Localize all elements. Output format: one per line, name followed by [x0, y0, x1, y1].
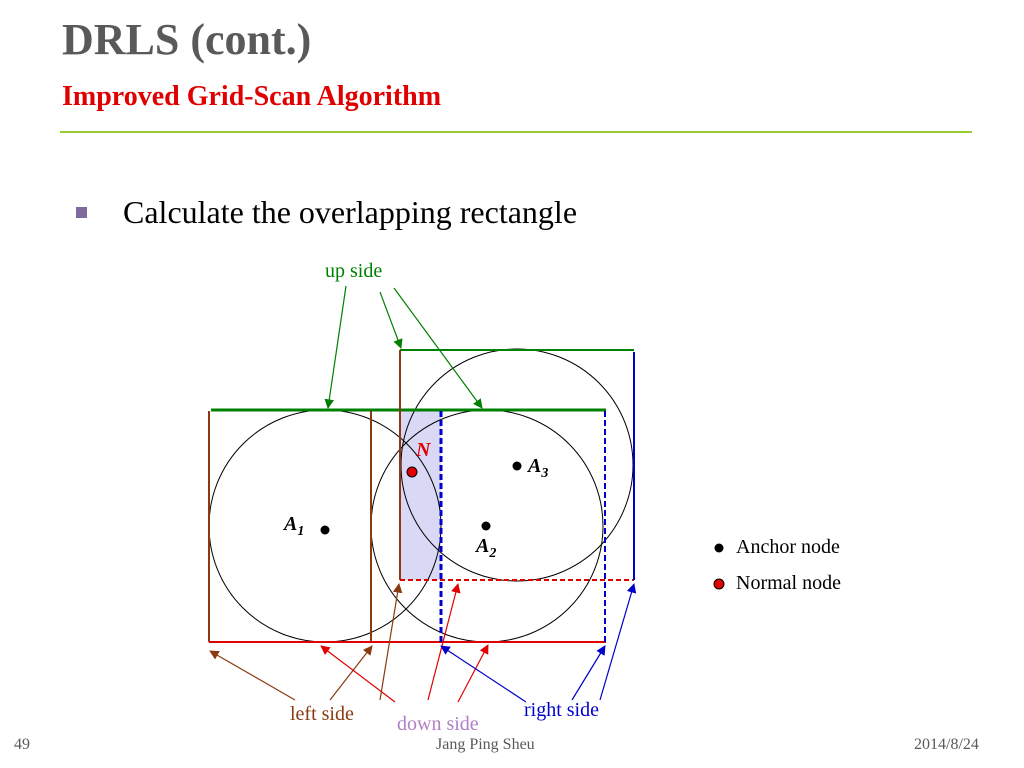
down-side-arrow-3	[457, 644, 489, 703]
footer-date: 2014/8/24	[914, 736, 979, 753]
right-side-arrow-3	[599, 583, 637, 701]
footer-author: Jang Ping Sheu	[436, 736, 535, 753]
page-number: 49	[14, 736, 30, 753]
down-side-arrow-1	[320, 645, 396, 703]
legend-anchor-label: Anchor node	[736, 536, 840, 558]
legend-normal-label: Normal node	[736, 572, 841, 594]
left-side-arrow-2	[329, 645, 373, 701]
title-divider	[60, 131, 972, 133]
anchor-node-a2	[481, 521, 491, 531]
legend-anchor-icon	[714, 543, 724, 553]
up-side-arrow-3	[393, 287, 483, 409]
normal-node-label: N	[415, 439, 432, 461]
slide-subtitle: Improved Grid-Scan Algorithm	[62, 81, 442, 112]
anchor-label-a1: A1	[282, 513, 304, 539]
anchor-node-a3	[512, 461, 522, 471]
down-side-arrow-2	[427, 583, 461, 701]
right-side-arrow-1	[440, 645, 527, 703]
right-side-arrow-2	[571, 645, 606, 701]
up-side-arrow-2	[379, 291, 403, 349]
normal-node-n	[406, 466, 418, 478]
square-bullet-icon	[76, 206, 87, 218]
bullet-text: Calculate the overlapping rectangle	[123, 194, 578, 230]
anchor-node-a1	[320, 525, 330, 535]
up-side-label: up side	[325, 260, 382, 282]
down-side-label: down side	[397, 713, 479, 735]
bullet-item: Calculate the overlapping rectangle	[76, 196, 577, 228]
slide-title: DRLS (cont.)	[62, 15, 312, 64]
left-side-arrow-1	[209, 650, 296, 701]
anchor-label-a2: A2	[474, 535, 496, 561]
overlap-region	[401, 411, 441, 580]
up-side-arrow-1	[324, 285, 347, 409]
right-side-label: right side	[524, 699, 599, 721]
left-side-arrow-3	[379, 583, 403, 701]
legend-normal-icon	[713, 578, 725, 590]
anchor-label-a3: A3	[526, 455, 548, 481]
left-side-label: left side	[290, 703, 354, 725]
